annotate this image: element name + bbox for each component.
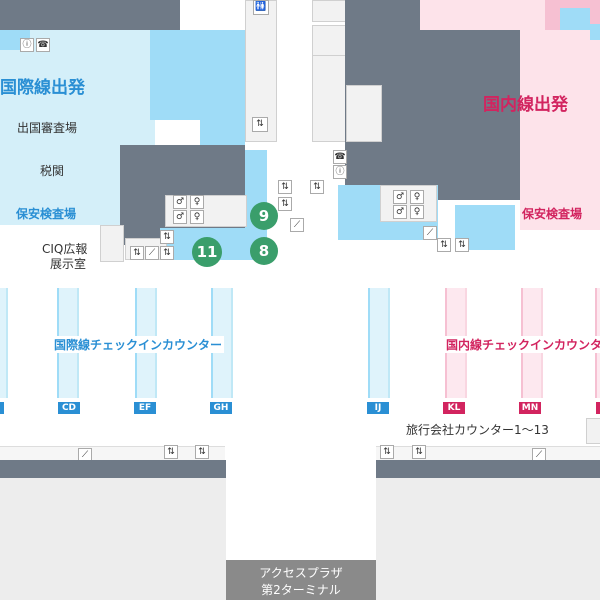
restroom-icon: ♂ (173, 210, 187, 224)
escalator-icon: ⟋ (423, 226, 437, 240)
ciq-label-line2: 展示室 (50, 257, 87, 271)
dom-checkin-label: 国内線チェックインカウンター (444, 336, 600, 353)
counter-left-edge (0, 402, 4, 414)
restroom-icon: ♀ (410, 205, 424, 219)
elevator-icon: ⇅ (160, 230, 174, 244)
central-box-5 (312, 55, 349, 142)
restroom-icon: ♀ (190, 210, 204, 224)
elevator-icon: ⇅ (310, 180, 324, 194)
intl-blue-block-a (150, 30, 245, 120)
elevator-icon: ⇅ (455, 238, 469, 252)
elevator-icon: ⇅ (164, 445, 178, 459)
dom-blue-tile-1 (560, 8, 590, 30)
escalator-icon: ⟋ (532, 448, 546, 462)
access-corridor (226, 460, 376, 560)
lower-building-right (376, 460, 600, 478)
dom-box-1 (346, 85, 382, 142)
elevator-icon: ⇅ (195, 445, 209, 459)
elevator-icon: ⇅ (412, 445, 426, 459)
lower-band-right (376, 446, 600, 461)
ciq-box (100, 225, 124, 262)
ciq-label-line1: CIQ広報 (42, 242, 88, 256)
elevator-icon: ⇅ (252, 117, 268, 132)
intl-pillar-left (0, 288, 8, 398)
restroom-icon: ♂ (173, 195, 187, 209)
elevator-icon: ⇅ (130, 246, 144, 260)
info-icon: ⓘ (333, 165, 347, 179)
counter-mn: MN (519, 402, 541, 414)
counter-right-edge (596, 402, 600, 414)
phone-icon: ☎ (36, 38, 50, 52)
restroom-icon: ♂ (393, 190, 407, 204)
travel-counter-box (586, 418, 600, 444)
counter-cd: CD (58, 402, 80, 414)
emigration-label: 出国審査場 (17, 121, 78, 135)
lower-band-left (0, 446, 225, 461)
dom-box-2 (380, 185, 437, 222)
info-icon: ⓘ (20, 38, 34, 52)
escalator-icon: ⟋ (290, 218, 304, 232)
lower-area-left (0, 478, 226, 600)
counter-kl: KL (443, 402, 465, 414)
elevator-icon: ⇅ (160, 246, 174, 260)
elevator-icon: ⇅ (437, 238, 451, 252)
dom-departure-zone (520, 0, 600, 230)
dom-departure-label: 国内線出発 (483, 95, 568, 115)
intl-checkin-label: 国際線チェックインカウンター (52, 336, 225, 353)
dom-security-label: 保安検査場 (522, 207, 583, 221)
lower-building-left (0, 460, 226, 478)
counter-ij: IJ (367, 402, 389, 414)
intl-security-label: 保安検査場 (16, 207, 77, 221)
access-plaza-box[interactable]: アクセスプラザ 第2ターミナル (226, 560, 376, 600)
restroom-icon: 🚻 (253, 0, 269, 15)
intl-departure-label: 国際線出発 (0, 78, 85, 98)
counter-ef: EF (134, 402, 156, 414)
access-plaza-label-line2: 第2ターミナル (261, 583, 341, 597)
phone-icon: ☎ (333, 150, 347, 164)
gate-8[interactable]: 8 (250, 237, 278, 265)
customs-label: 税関 (40, 164, 65, 178)
escalator-icon: ⟋ (145, 246, 159, 260)
gate-9[interactable]: 9 (250, 202, 278, 230)
counter-gh: GH (210, 402, 232, 414)
restroom-icon: ♀ (190, 195, 204, 209)
access-plaza-label-line1: アクセスプラザ (259, 566, 343, 580)
dom-blue-tile-2 (590, 24, 600, 40)
elevator-icon: ⇅ (278, 197, 292, 211)
intl-pillar-ij (368, 288, 390, 398)
elevator-icon: ⇅ (380, 445, 394, 459)
restroom-icon: ♀ (410, 190, 424, 204)
travel-counter-label: 旅行会社カウンター1～13 (406, 423, 549, 437)
gate-11[interactable]: 11 (192, 237, 222, 267)
intl-building-block (0, 0, 180, 30)
central-box-1 (245, 0, 277, 142)
elevator-icon: ⇅ (278, 180, 292, 194)
restroom-icon: ♂ (393, 205, 407, 219)
lower-area-right (376, 478, 600, 600)
